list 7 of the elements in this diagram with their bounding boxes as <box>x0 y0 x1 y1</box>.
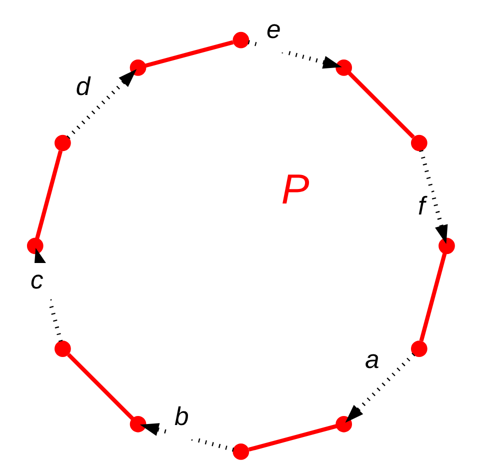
edge-label: a <box>365 346 380 374</box>
label: P <box>281 166 310 213</box>
edge-label: d <box>76 72 90 101</box>
edge-label: f <box>418 192 426 220</box>
edge-label: e <box>266 16 281 44</box>
edge-label: c <box>30 266 44 294</box>
edge-label: b <box>174 402 189 431</box>
